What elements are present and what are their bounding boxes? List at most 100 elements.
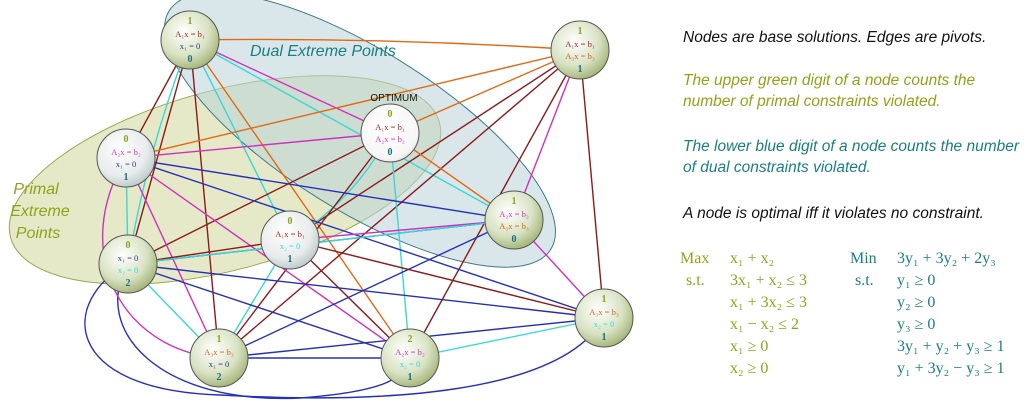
node-constraint-line: A₃x = b₃ [499, 221, 529, 231]
primal-violation-count: 0 [126, 240, 131, 251]
node-constraint-line: A₁x = b₁ [175, 29, 205, 39]
primal-constraint: x₂ ≥ 0 [730, 360, 769, 377]
dual-violation-count: 1 [602, 332, 607, 343]
node-constraint-line: A₁x = b₁ [565, 39, 595, 49]
primal-region-label-line3: Points [16, 225, 60, 242]
node-constraint-line: x₁ = 0 [209, 359, 230, 369]
dual-objective: 3y₁ + 3y₂ + 2y₃ [897, 250, 996, 267]
node-constraint-line: x₁ = 0 [116, 159, 137, 169]
primal-violation-count: 0 [124, 134, 129, 145]
base-solution-node: 0 x₁ = 0 x₂ = 0 2 [98, 234, 158, 294]
primal-constraint: x₁ ≥ 0 [730, 338, 769, 355]
primal-constraint: x₁ − x₂ ≤ 2 [730, 316, 799, 333]
pivot-edge [218, 219, 515, 359]
node-constraint-line: x₂ = 0 [400, 359, 421, 369]
primal-objective: x₁ + x₂ [730, 250, 775, 267]
pivot-edge [189, 39, 411, 359]
pivot-edge [289, 239, 605, 319]
node-constraint-line: A₂x = b₂ [111, 147, 141, 157]
dual-violation-count: 2 [126, 278, 131, 289]
node-circle [96, 128, 156, 188]
node-circle [160, 10, 220, 70]
dual-lp-body: 3y₁ + 3y₂ + 2y₃ y₁ ≥ 0 y₂ ≥ 0 y₃ ≥ 0 3y₁… [897, 248, 1005, 380]
node-circle [189, 328, 249, 388]
note-dual-digit: The lower blue digit of a node counts th… [683, 138, 1020, 176]
primal-lp-body: x₁ + x₂ 3x₁ + x₂ ≤ 3 x₁ + 3x₂ ≤ 3 x₁ − x… [730, 248, 807, 380]
dual-constraint: y₁ + 3y₂ − y₃ ≥ 1 [897, 360, 1005, 377]
node-constraint-line: A₂x = b₂ [499, 209, 529, 219]
primal-constraint: 3x₁ + x₂ ≤ 3 [730, 272, 807, 289]
optimum-label: OPTIMUM [370, 93, 417, 104]
node-constraint-line: x₂ = 0 [118, 265, 139, 275]
dual-lp-keywords: Min s.t. [850, 248, 877, 292]
node-constraint-line: x₂ = 0 [594, 319, 615, 329]
node-constraint-line: A₃x = b₃ [565, 51, 595, 61]
node-constraint-line: A₃x = b₃ [589, 307, 619, 317]
dual-constraint: y₂ ≥ 0 [897, 294, 936, 311]
note-primal-digit: The upper green digit of a node counts t… [683, 72, 976, 110]
node-constraint-line: A₃x = b₃ [204, 347, 234, 357]
node-constraint-line: A₂x = b₂ [395, 347, 425, 357]
pivot-edge [579, 49, 605, 319]
primal-violation-count: 0 [388, 109, 393, 120]
pivot-edge [125, 157, 605, 319]
pivot-edge [125, 157, 515, 221]
primal-constraint: x₁ + 3x₂ ≤ 3 [730, 294, 807, 311]
pivot-edge [84, 263, 605, 399]
note-optimality: A node is optimal iff it violates no con… [683, 205, 984, 222]
pivot-edge [189, 39, 515, 221]
pivot-edge [189, 39, 220, 359]
primal-violation-count: 2 [408, 334, 413, 345]
dual-objective-keyword: Min [850, 250, 877, 267]
pivot-edge [127, 263, 411, 359]
dual-constraint: y₁ ≥ 0 [897, 272, 936, 289]
dual-extreme-region [164, 0, 556, 268]
node-circle [380, 328, 440, 388]
primal-violation-count: 0 [288, 216, 293, 227]
node-circle [260, 210, 320, 270]
dual-constraint: 3y₁ + y₂ + y₃ ≥ 1 [897, 338, 1005, 355]
pivot-edge [127, 263, 605, 319]
primal-violation-count: 1 [578, 26, 583, 37]
dual-violation-count: 1 [124, 172, 129, 183]
primal-subject-to: s.t. [686, 272, 705, 289]
dual-violation-count: 0 [388, 147, 393, 158]
node-constraint-line: A₁x = b₁ [275, 229, 305, 239]
primal-violation-count: 1 [512, 196, 517, 207]
node-circle [360, 103, 420, 163]
pivot-edge [125, 132, 391, 159]
pivot-edge [127, 132, 391, 265]
primal-violation-count: 1 [217, 334, 222, 345]
primal-lp-keywords: Max s.t. [680, 248, 709, 292]
node-circle [550, 20, 610, 80]
node-circle [484, 190, 544, 250]
dual-violation-count: 0 [188, 54, 193, 65]
pivot-edge [189, 38, 581, 51]
pivot-edge [125, 49, 581, 159]
node-constraint-line: A₁x = b₁ [375, 122, 405, 132]
node-constraint-line: x₁ = 0 [180, 41, 201, 51]
node-circle [98, 234, 158, 294]
node-constraint-line: A₂x = b₂ [375, 134, 405, 144]
primal-region-label-line1: Primal [13, 181, 59, 198]
pivot-edge [127, 219, 515, 265]
node-constraint-line: x₁ = 0 [118, 253, 139, 263]
node-constraint-line: x₂ = 0 [280, 241, 301, 251]
dual-violation-count: 1 [288, 254, 293, 265]
primal-region-label-line2: Extreme [10, 203, 70, 220]
primal-violation-count: 1 [602, 294, 607, 305]
pivot-edge [218, 49, 581, 359]
dual-violation-count: 0 [512, 234, 517, 245]
primal-objective-keyword: Max [680, 250, 710, 267]
